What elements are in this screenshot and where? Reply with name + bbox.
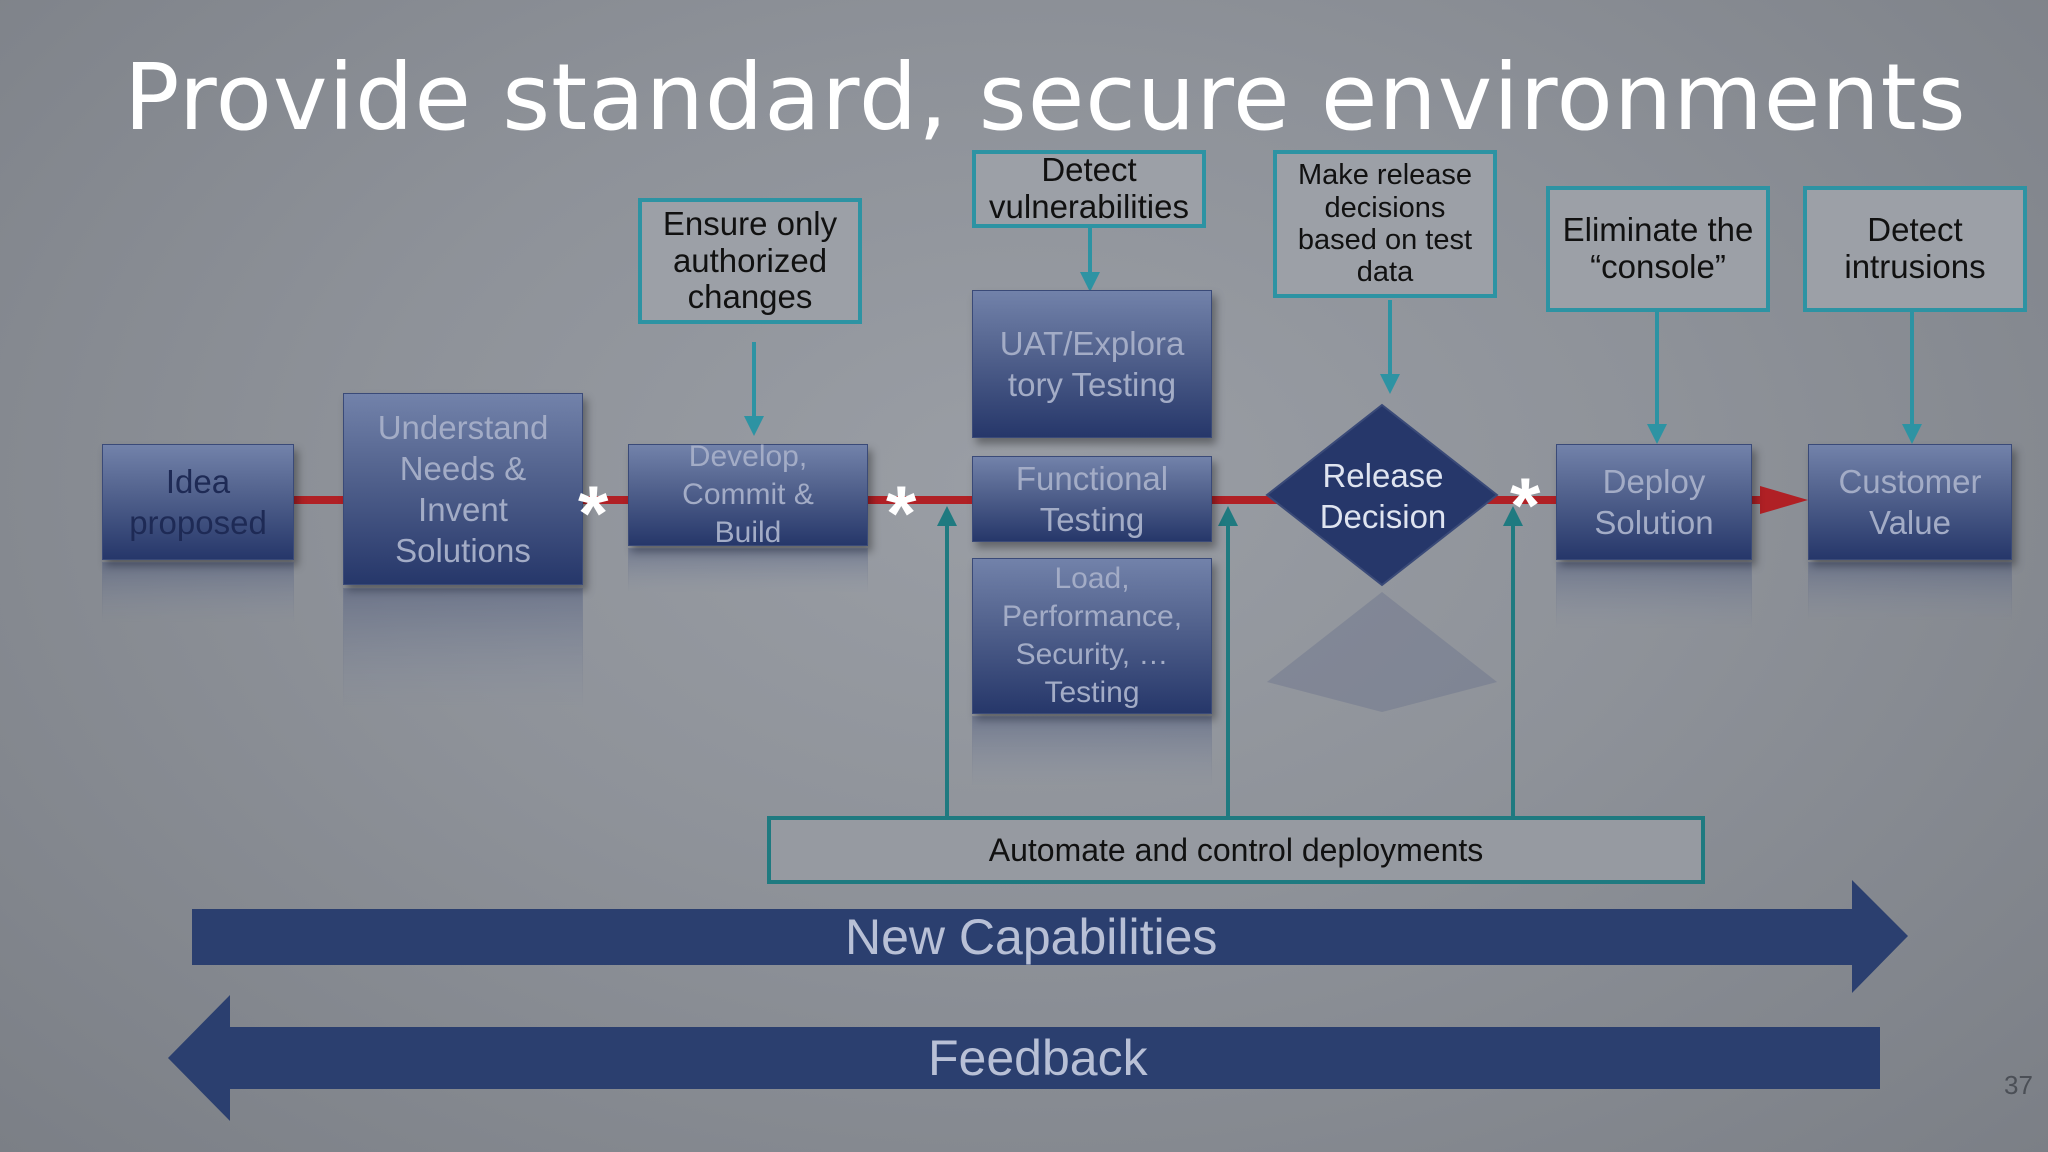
process-deploy-reflection	[1556, 562, 1752, 628]
process-load-performance-security-testing: Load, Performance, Security, … Testing	[972, 558, 1212, 714]
release-decision-label: Release Decision	[1319, 456, 1447, 535]
callout-detect-intrusions: Detect intrusions	[1803, 186, 2027, 312]
release-decision-diamond	[1265, 403, 1499, 587]
callout-detect-vulnerabilities: Detect vulnerabilities	[972, 150, 1206, 228]
process-load-reflection	[972, 716, 1212, 786]
process-idea-reflection	[102, 562, 294, 622]
feedback-band	[168, 995, 1880, 1121]
process-customer-value: Customer Value	[1808, 444, 2012, 560]
feedback-label: Feedback	[928, 1030, 1148, 1086]
process-develop-commit-build: Develop, Commit & Build	[628, 440, 868, 549]
new-capabilities-band	[192, 880, 1908, 993]
process-deploy-solution: Deploy Solution	[1556, 444, 1752, 560]
security-star-3: *	[1510, 461, 1541, 549]
main-flow-arrowhead	[1760, 486, 1808, 514]
callout-authorized-changes: Ensure only authorized changes	[638, 198, 862, 324]
process-understand-reflection	[343, 588, 583, 708]
process-develop-reflection	[628, 548, 868, 592]
security-star-2: *	[886, 469, 917, 557]
process-understand-needs: Understand Needs & Invent Solutions	[343, 393, 583, 585]
slide-title: Provide standard, secure environments	[124, 44, 1967, 151]
callout-release-decisions: Make release decisions based on test dat…	[1273, 150, 1497, 298]
page-number: 37	[2004, 1070, 2033, 1100]
release-decision-reflection	[1267, 592, 1497, 712]
process-uat-exploratory-testing: UAT/Explora tory Testing	[972, 290, 1212, 438]
security-star-1: *	[578, 469, 609, 557]
automate-deployments-box: Automate and control deployments	[767, 816, 1705, 884]
process-idea-proposed: Idea proposed	[102, 444, 294, 560]
process-customer-reflection	[1808, 562, 2012, 620]
process-functional-testing: Functional Testing	[972, 456, 1212, 542]
callout-eliminate-console: Eliminate the “console”	[1546, 186, 1770, 312]
new-capabilities-label: New Capabilities	[845, 909, 1218, 965]
